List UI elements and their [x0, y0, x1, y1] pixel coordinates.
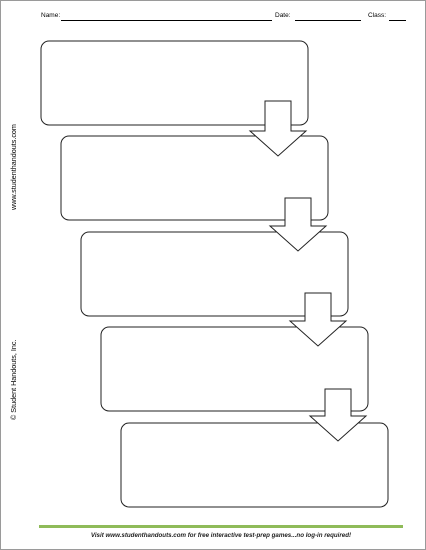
down-arrow-icon: [288, 292, 348, 347]
down-arrow-icon: [308, 388, 368, 442]
sequence-box-4[interactable]: [100, 326, 369, 412]
name-label: Name:: [41, 12, 61, 19]
class-label: Class:: [368, 12, 387, 19]
date-label: Date:: [275, 12, 291, 19]
footer-divider: [39, 525, 403, 528]
sequence-box-3[interactable]: [80, 231, 349, 317]
sequence-box-2[interactable]: [60, 135, 329, 221]
down-arrow-icon: [248, 100, 308, 157]
sequence-box-5[interactable]: [120, 422, 389, 508]
down-arrow-icon: [268, 197, 328, 252]
name-field-line[interactable]: [61, 20, 272, 21]
date-field-line[interactable]: [295, 20, 361, 21]
footer-promo-text: Visit www.studenthandouts.com for free i…: [90, 532, 352, 539]
sequence-box-1[interactable]: [40, 40, 309, 126]
class-field-line[interactable]: [389, 20, 406, 21]
worksheet-header: Name: Date: Class:: [41, 12, 406, 24]
